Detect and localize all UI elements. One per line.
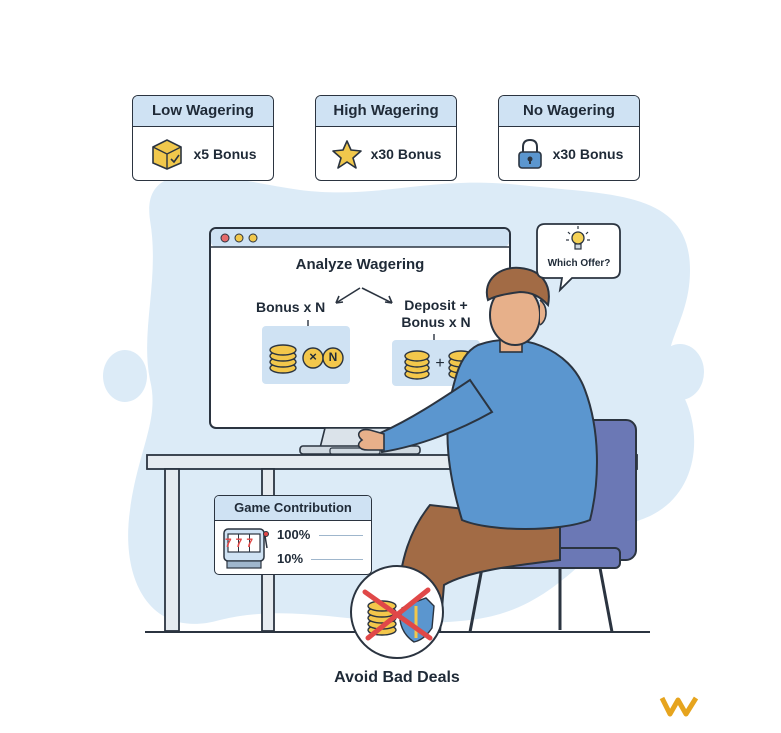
lightbulb-icon	[566, 226, 590, 250]
contribution-row-1: 100%	[277, 527, 311, 542]
star-icon	[331, 140, 362, 169]
brand-logo	[659, 696, 699, 717]
padlock-icon	[517, 138, 542, 169]
game-contribution-panel: Game Contribution 777 100% 10%	[214, 495, 372, 575]
avoid-badge	[350, 565, 444, 659]
right-formula-line1: Deposit +	[404, 297, 468, 313]
coin-stack-right-a	[404, 350, 430, 380]
branch-arrow-right-head	[384, 295, 393, 304]
monitor-title: Analyze Wagering	[295, 256, 425, 273]
card-title: No Wagering	[499, 96, 639, 127]
contribution-line-2	[311, 559, 363, 560]
box-check-icon	[152, 139, 183, 170]
left-formula: Bonus x N	[256, 299, 326, 315]
card-high-wagering[interactable]: High Wagering x30 Bonus	[315, 95, 457, 181]
window-dot-yellow-2	[248, 233, 258, 243]
n-symbol: N	[328, 350, 338, 364]
card-value: x30 Bonus	[370, 146, 442, 162]
blob-right-dot	[656, 344, 704, 400]
window-dot-red	[220, 233, 230, 243]
card-value: x5 Bonus	[193, 146, 257, 162]
card-low-wagering[interactable]: Low Wagering x5 Bonus	[132, 95, 274, 181]
plus-symbol: +	[435, 355, 445, 372]
branch-arrow-left	[335, 287, 361, 304]
branch-arrow-left-head	[335, 295, 344, 304]
blob-left-dot	[103, 350, 147, 402]
coin-stack-left	[269, 344, 297, 374]
speech-bubble	[536, 223, 621, 293]
card-no-wagering[interactable]: No Wagering x30 Bonus	[498, 95, 640, 181]
contribution-line-1	[319, 535, 363, 536]
slot-machine-icon	[223, 528, 269, 569]
cross-icon-b	[365, 587, 431, 641]
game-contribution-title: Game Contribution	[215, 496, 371, 521]
footer-caption: Avoid Bad Deals	[334, 669, 460, 686]
card-title: Low Wagering	[133, 96, 273, 127]
branch-arrow-right	[361, 287, 393, 304]
multiply-symbol: ×	[309, 349, 317, 364]
card-value: x30 Bonus	[552, 146, 624, 162]
contribution-row-2: 10%	[277, 551, 304, 566]
right-formula-line2: Bonus x N	[401, 314, 471, 330]
bubble-text: Which Offer?	[547, 258, 611, 269]
window-dot-yellow	[234, 233, 244, 243]
card-title: High Wagering	[316, 96, 456, 127]
slot-digits: 777	[225, 536, 258, 550]
